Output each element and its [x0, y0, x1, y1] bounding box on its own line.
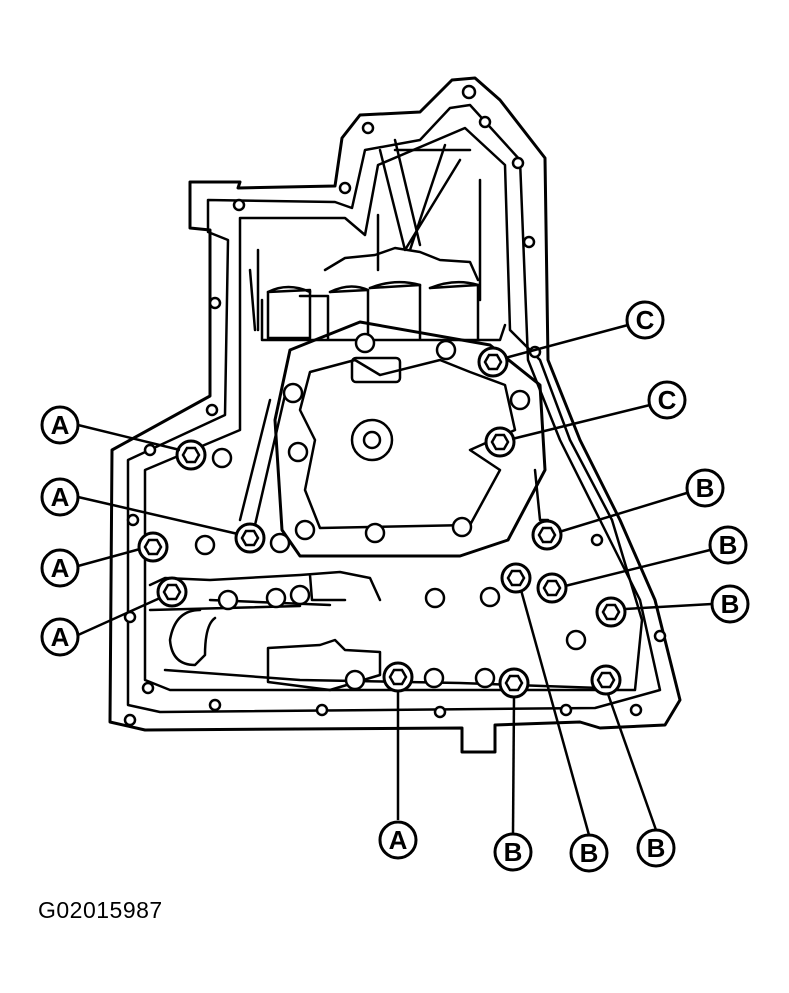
housing-inner-outline-2: [143, 126, 644, 692]
upper-brace: [378, 138, 472, 252]
bolt-b3: [595, 596, 627, 628]
solenoid-tops: [266, 280, 480, 294]
left-channel: [238, 393, 287, 527]
bolt-b5: [498, 667, 530, 699]
svg-text:B: B: [647, 833, 666, 863]
svg-text:A: A: [389, 825, 408, 855]
callout-b-2: B: [708, 525, 748, 565]
bolts: [137, 346, 627, 699]
bolt-b6: [590, 664, 622, 696]
bolt-c2: [484, 426, 516, 458]
bolt-b2: [536, 572, 568, 604]
callout-a-5: A: [378, 820, 418, 860]
bolt-a2: [234, 522, 266, 554]
solenoid-cluster: [260, 246, 507, 342]
bolt-a3: [137, 531, 169, 563]
small-holes: [123, 84, 667, 727]
leader-lines: [77, 323, 713, 836]
svg-text:C: C: [658, 385, 677, 415]
plate-window: [350, 356, 402, 384]
bolt-c1: [477, 346, 509, 378]
svg-text:B: B: [504, 837, 523, 867]
bolt-a4: [156, 576, 188, 608]
bolt-b1: [531, 519, 563, 551]
lower-loop: [168, 608, 217, 667]
lower-connector: [266, 638, 382, 692]
callout-b-5: B: [569, 833, 609, 873]
medium-holes: [194, 332, 587, 691]
callouts: A A A A A B B B B B B C C: [40, 300, 750, 873]
svg-text:B: B: [721, 589, 740, 619]
svg-text:B: B: [580, 838, 599, 868]
callout-a-3: A: [40, 548, 80, 588]
callout-b-1: B: [685, 468, 725, 508]
svg-text:A: A: [51, 553, 70, 583]
callout-a-4: A: [40, 617, 80, 657]
lower-channel: [148, 570, 382, 612]
separator-plate-outline: [273, 320, 547, 558]
plate-center-hole-inner: [362, 430, 382, 450]
callout-b-4: B: [493, 832, 533, 872]
lower-bottom-edge: [163, 668, 602, 690]
callout-c-1: C: [625, 300, 665, 340]
separator-plate-inner: [298, 358, 517, 530]
bolt-a1: [175, 439, 207, 471]
callout-b-6: B: [636, 828, 676, 868]
housing-outer-outline: [108, 76, 682, 754]
callout-c-2: C: [647, 380, 687, 420]
callout-b-3: B: [710, 584, 750, 624]
svg-text:B: B: [696, 473, 715, 503]
bolt-a5: [382, 661, 414, 693]
svg-text:A: A: [51, 622, 70, 652]
upper-frame: [248, 178, 482, 332]
svg-text:A: A: [51, 482, 70, 512]
callout-a-2: A: [40, 477, 80, 517]
svg-text:A: A: [51, 410, 70, 440]
svg-text:C: C: [636, 305, 655, 335]
svg-text:B: B: [719, 530, 738, 560]
figure-id: G02015987: [38, 897, 163, 923]
callout-a-1: A: [40, 405, 80, 445]
bolt-b4: [500, 562, 532, 594]
